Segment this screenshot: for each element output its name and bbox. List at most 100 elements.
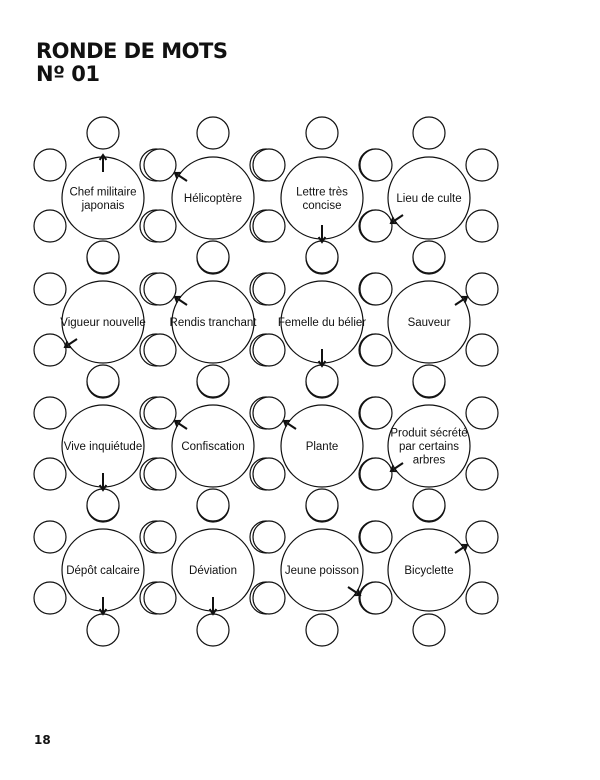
clue-circle [280, 528, 364, 612]
answer-circle[interactable] [305, 364, 339, 398]
answer-circle[interactable] [252, 148, 286, 182]
answer-circle[interactable] [359, 148, 393, 182]
answer-circle[interactable] [33, 148, 67, 182]
answer-circle[interactable] [196, 613, 230, 647]
answer-circle[interactable] [465, 272, 499, 306]
answer-circle[interactable] [252, 333, 286, 367]
answer-circle[interactable] [143, 457, 177, 491]
answer-circle[interactable] [465, 396, 499, 430]
answer-circle[interactable] [465, 209, 499, 243]
answer-circle[interactable] [305, 240, 339, 274]
clue-text: Produit sécrété [390, 428, 467, 440]
answer-circle[interactable] [252, 581, 286, 615]
answer-circle[interactable] [465, 333, 499, 367]
clue-text: Femelle du bélier [278, 317, 366, 329]
direction-arrow-icon [454, 543, 469, 554]
answer-circle[interactable] [359, 520, 393, 554]
clue-text: japonais [81, 200, 125, 212]
answer-circle[interactable] [412, 488, 446, 522]
clue-text: Hélicoptère [184, 193, 242, 205]
direction-arrow-icon [389, 462, 404, 473]
answer-circle[interactable] [86, 488, 120, 522]
answer-circle[interactable] [359, 581, 393, 615]
direction-arrow-icon [282, 419, 297, 430]
answer-circle[interactable] [412, 364, 446, 398]
answer-circle[interactable] [86, 613, 120, 647]
direction-arrow-icon [98, 153, 108, 172]
answer-circle[interactable] [143, 333, 177, 367]
answer-circle[interactable] [412, 240, 446, 274]
answer-circle[interactable] [86, 364, 120, 398]
direction-arrow-icon [173, 419, 188, 430]
answer-circle[interactable] [359, 333, 393, 367]
clue-circle [171, 280, 255, 364]
answer-circle[interactable] [252, 396, 286, 430]
direction-arrow-icon [389, 214, 404, 225]
answer-circle[interactable] [33, 333, 67, 367]
clue-text: Sauveur [408, 317, 451, 329]
answer-circle[interactable] [86, 240, 120, 274]
answer-circle[interactable] [465, 148, 499, 182]
answer-circle[interactable] [305, 613, 339, 647]
clue-circle [387, 404, 471, 488]
clue-text: Jeune poisson [285, 565, 359, 577]
clue-text: par certains [399, 441, 459, 453]
answer-circle[interactable] [143, 520, 177, 554]
clue-text: Bicyclette [404, 565, 453, 577]
clue-text: Lieu de culte [396, 193, 461, 205]
clue-text: Confiscation [181, 441, 244, 453]
page-number: 18 [34, 733, 51, 747]
answer-circle[interactable] [465, 520, 499, 554]
answer-circle[interactable] [412, 116, 446, 150]
clue-circle [171, 156, 255, 240]
answer-circle[interactable] [412, 613, 446, 647]
answer-circle[interactable] [359, 272, 393, 306]
clue-text: Plante [306, 441, 339, 453]
direction-arrow-icon [98, 473, 108, 492]
answer-circle[interactable] [196, 116, 230, 150]
answer-circle[interactable] [143, 396, 177, 430]
answer-circle[interactable] [33, 581, 67, 615]
answer-circle[interactable] [465, 581, 499, 615]
direction-arrow-icon [454, 295, 469, 306]
direction-arrow-icon [317, 349, 327, 368]
answer-circle[interactable] [143, 148, 177, 182]
clue-text: concise [303, 200, 342, 212]
clue-circle [387, 528, 471, 612]
answer-circle[interactable] [143, 272, 177, 306]
answer-circle[interactable] [196, 240, 230, 274]
clue-text: Vigueur nouvelle [60, 317, 145, 329]
puzzle-title: RONDE DE MOTS Nº 01 [36, 40, 228, 86]
answer-circle[interactable] [33, 520, 67, 554]
answer-circle[interactable] [33, 272, 67, 306]
answer-circle[interactable] [252, 272, 286, 306]
direction-arrow-icon [317, 225, 327, 244]
answer-circle[interactable] [465, 457, 499, 491]
answer-circle[interactable] [33, 396, 67, 430]
clue-text: Vive inquiétude [64, 441, 142, 453]
answer-circle[interactable] [305, 116, 339, 150]
clue-circle [387, 280, 471, 364]
clue-text: Dépôt calcaire [66, 565, 140, 577]
answer-circle[interactable] [252, 209, 286, 243]
clue-text: arbres [413, 455, 446, 467]
direction-arrow-icon [98, 597, 108, 616]
answer-circle[interactable] [143, 209, 177, 243]
answer-circle[interactable] [359, 457, 393, 491]
direction-arrow-icon [173, 171, 188, 182]
answer-circle[interactable] [252, 520, 286, 554]
clue-text: Déviation [189, 565, 237, 577]
answer-circle[interactable] [252, 457, 286, 491]
answer-circle[interactable] [305, 488, 339, 522]
answer-circle[interactable] [33, 209, 67, 243]
answer-circle[interactable] [196, 488, 230, 522]
answer-circle[interactable] [196, 364, 230, 398]
answer-circle[interactable] [86, 116, 120, 150]
direction-arrow-icon [173, 295, 188, 306]
answer-circle[interactable] [33, 457, 67, 491]
answer-circle[interactable] [143, 581, 177, 615]
clue-circle [387, 156, 471, 240]
answer-circle[interactable] [359, 209, 393, 243]
answer-circle[interactable] [359, 396, 393, 430]
